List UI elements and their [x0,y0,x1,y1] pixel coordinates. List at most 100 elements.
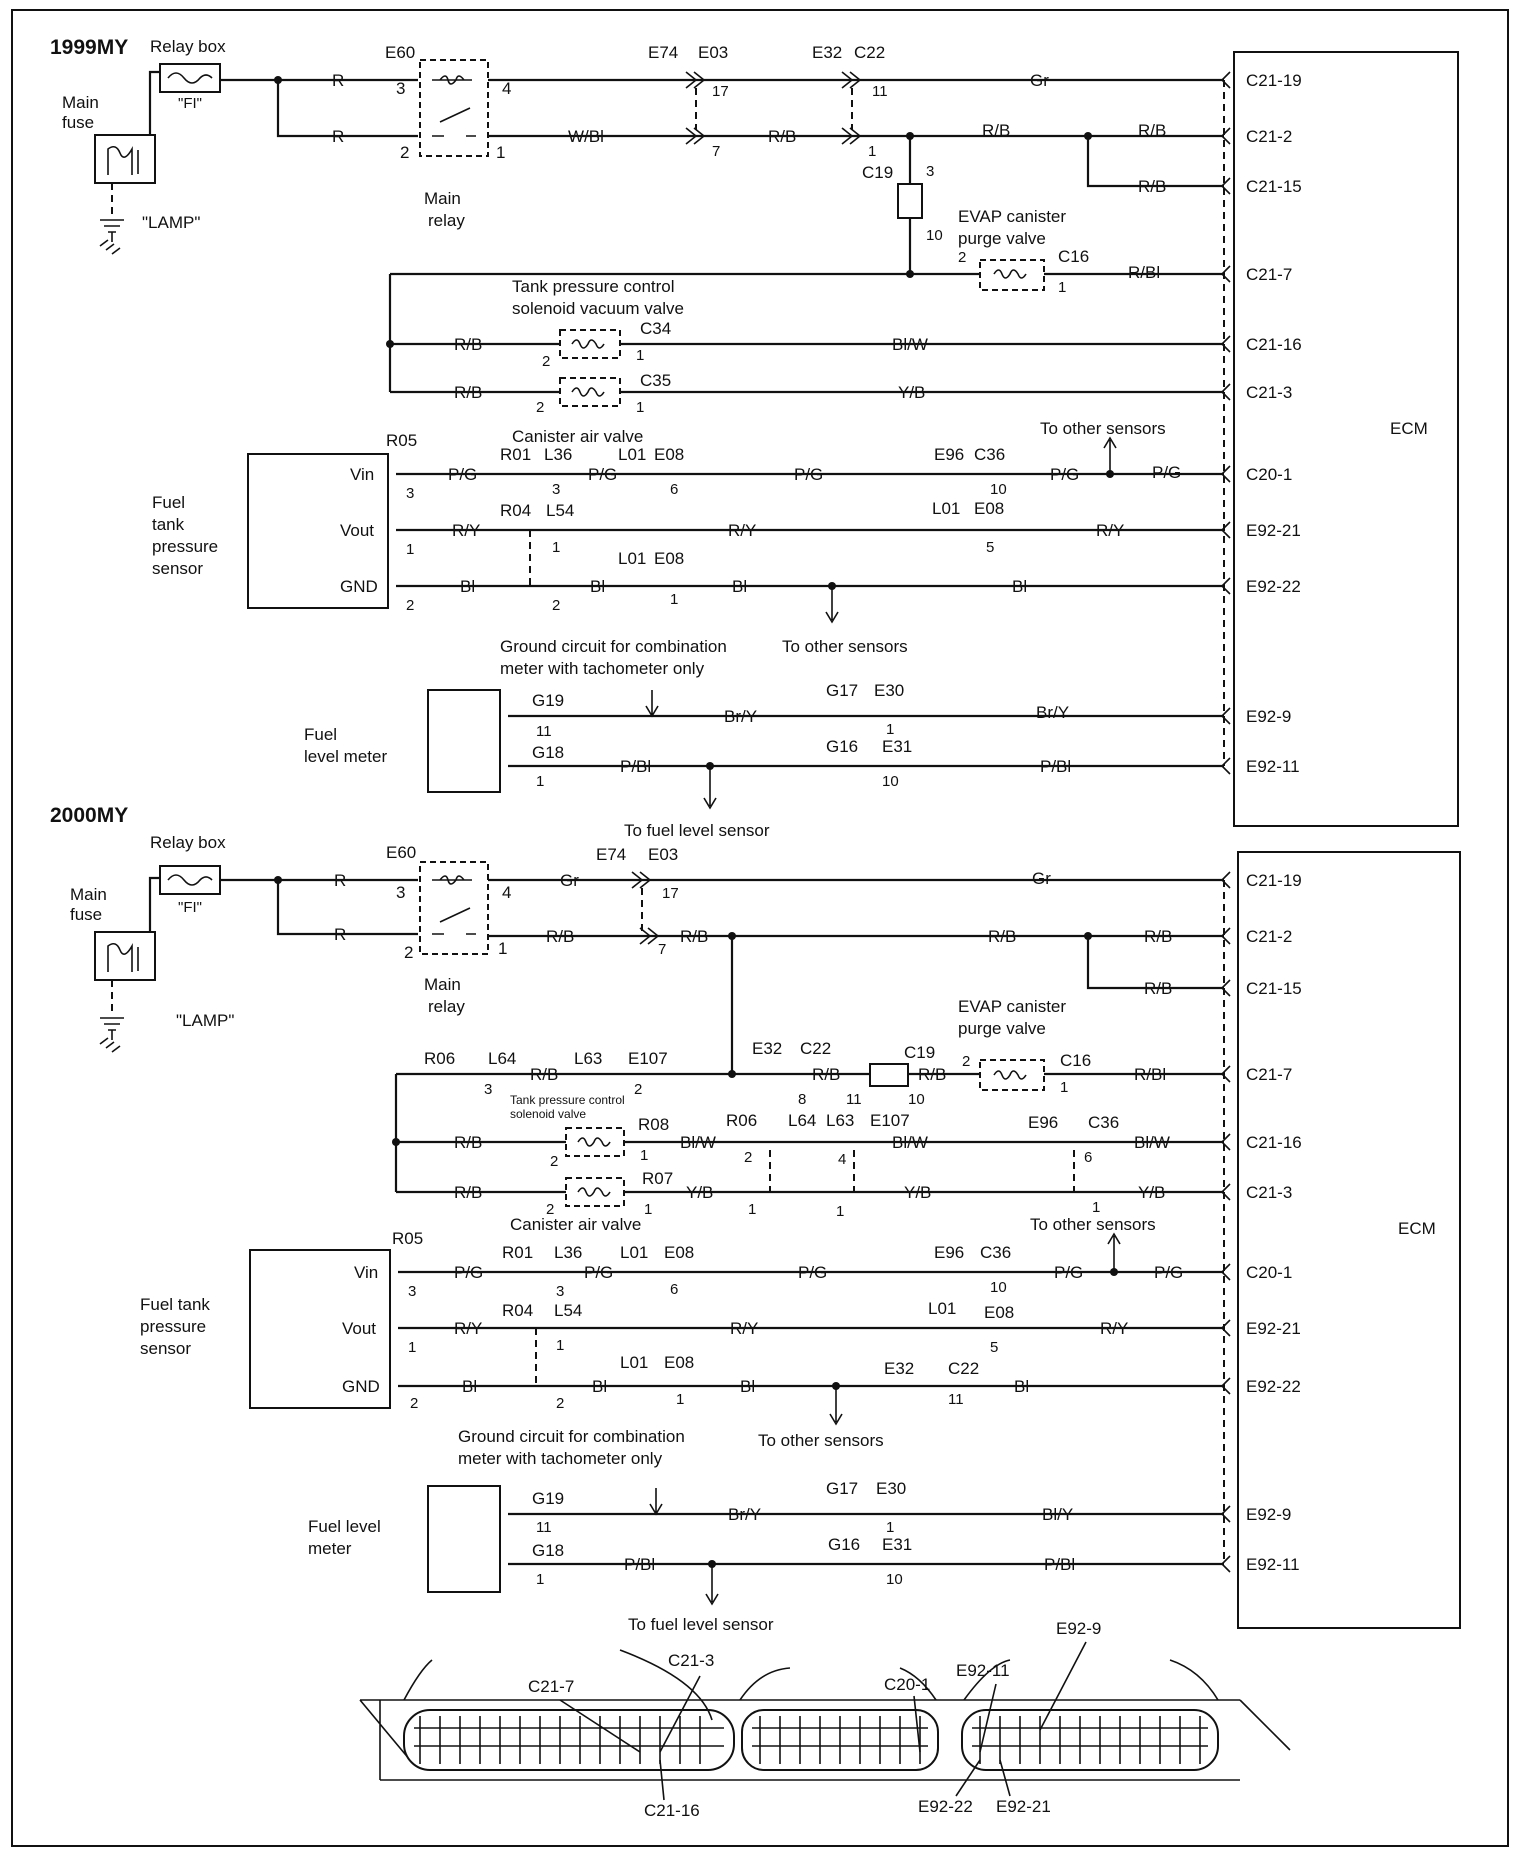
svg-text:1: 1 [498,939,507,958]
svg-text:R: R [334,871,346,890]
svg-text:Y/B: Y/B [898,383,925,402]
pin-arrow [1220,1263,1231,1281]
evap-valve [979,259,1045,291]
svg-text:To other sensors: To other sensors [782,637,908,656]
svg-text:G19: G19 [532,691,564,710]
svg-text:level meter: level meter [304,747,387,766]
svg-text:1: 1 [1058,279,1066,296]
svg-text:Bl: Bl [462,1377,477,1396]
svg-text:G18: G18 [532,743,564,762]
svg-text:C16: C16 [1058,247,1089,266]
svg-text:Y/B: Y/B [904,1183,931,1202]
svg-text:R: R [332,71,344,90]
svg-text:To fuel level sensor: To fuel level sensor [628,1615,774,1634]
svg-text:P/G: P/G [454,1263,483,1282]
svg-text:tank: tank [152,515,185,534]
svg-text:2: 2 [404,943,413,962]
svg-text:To other sensors: To other sensors [1030,1215,1156,1234]
ecm-pin-label: E92-9 [1246,1505,1291,1524]
svg-text:meter with tachometer only: meter with tachometer only [500,659,705,678]
main-relay [419,861,489,955]
svg-text:E96: E96 [934,1243,964,1262]
svg-text:C35: C35 [640,371,671,390]
svg-text:2: 2 [410,1395,418,1412]
r-feed [220,78,418,138]
svg-text:L01: L01 [928,1299,956,1318]
svg-text:EVAP canister: EVAP canister [958,997,1066,1016]
ecm-pin-label: C21-3 [1246,383,1292,402]
svg-text:1: 1 [1060,1079,1068,1096]
svg-text:1: 1 [536,1571,544,1588]
svg-text:E32: E32 [884,1359,914,1378]
svg-text:1: 1 [644,1201,652,1218]
pin-arrow [1220,577,1231,595]
svg-text:11: 11 [536,1519,552,1536]
svg-text:3: 3 [396,79,405,98]
ecm-pin-label: C21-7 [1246,265,1292,284]
svg-text:R05: R05 [386,431,417,450]
ecm-pin-label: E92-22 [1246,577,1301,596]
svg-text:P/G: P/G [794,465,823,484]
svg-text:G16: G16 [826,737,858,756]
svg-text:R06: R06 [726,1111,757,1130]
svg-text:R/B: R/B [1138,121,1166,140]
connector-e92 [961,1709,1219,1771]
svg-text:11: 11 [846,1091,862,1108]
pin-arrow [1220,127,1231,145]
canister-air-valve [565,1177,625,1207]
svg-text:Main: Main [424,975,461,994]
svg-text:L64: L64 [788,1111,816,1130]
svg-text:R/Y: R/Y [730,1319,758,1338]
svg-text:purge valve: purge valve [958,229,1046,248]
svg-text:R: R [334,925,346,944]
svg-text:EVAP canister: EVAP canister [958,207,1066,226]
svg-text:meter with tachometer only: meter with tachometer only [458,1449,663,1468]
svg-text:4: 4 [502,883,511,902]
svg-text:Vout: Vout [340,521,374,540]
svg-text:Canister air valve: Canister air valve [510,1215,641,1234]
svg-text:E60: E60 [386,843,416,862]
svg-text:P/G: P/G [798,1263,827,1282]
svg-text:Vin: Vin [350,465,374,484]
pin-arrow [1220,71,1231,89]
svg-text:C36: C36 [1088,1113,1119,1132]
main-fuse-block [94,931,156,981]
svg-text:R/B: R/B [988,927,1016,946]
pin-arrow [1220,707,1231,725]
svg-text:E08: E08 [654,549,684,568]
svg-text:R07: R07 [642,1169,673,1188]
svg-text:E96: E96 [934,445,964,464]
main-relay [419,59,489,157]
svg-text:R/B: R/B [454,335,482,354]
svg-text:L01: L01 [618,445,646,464]
svg-text:R08: R08 [638,1115,669,1134]
svg-text:R/B: R/B [530,1065,558,1084]
svg-text:solenoid vacuum valve: solenoid vacuum valve [512,299,684,318]
svg-text:C22: C22 [948,1359,979,1378]
svg-text:3: 3 [552,481,560,498]
ecm-pin-label: C21-15 [1246,177,1302,196]
svg-text:R/B: R/B [1144,927,1172,946]
svg-text:11: 11 [872,83,888,100]
svg-text:E92-11: E92-11 [956,1661,1010,1680]
svg-text:relay: relay [428,211,465,230]
fi-label: "FI" [178,95,202,112]
pin-arrow [1220,465,1231,483]
svg-text:2: 2 [962,1053,970,1070]
ecm-pin-label: E92-11 [1246,757,1300,776]
svg-text:11: 11 [948,1391,964,1408]
svg-text:E92-22: E92-22 [918,1797,973,1816]
svg-text:6: 6 [1084,1149,1092,1166]
pin-arrow [1220,757,1231,775]
svg-text:Bl: Bl [1012,577,1027,596]
svg-text:7: 7 [712,143,720,160]
svg-text:2: 2 [958,249,966,266]
svg-text:P/G: P/G [1154,1263,1183,1282]
svg-text:Bl: Bl [592,1377,607,1396]
pin-arrow [1220,927,1231,945]
svg-text:L01: L01 [618,549,646,568]
svg-text:2: 2 [546,1201,554,1218]
svg-text:C19: C19 [862,163,893,182]
svg-text:10: 10 [886,1571,903,1588]
